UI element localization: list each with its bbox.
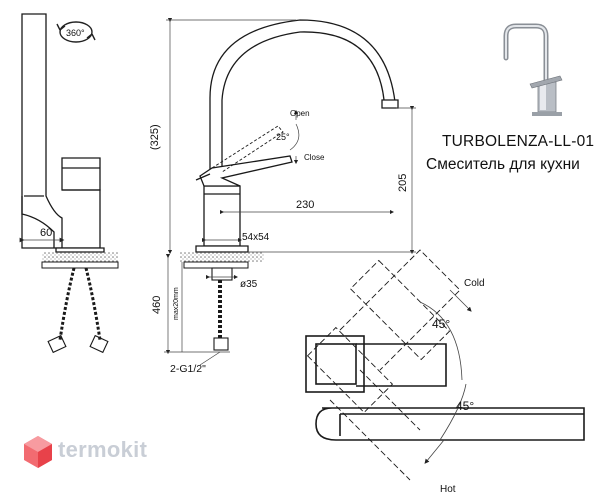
dim-460-label: 460	[151, 296, 163, 314]
product-thumbnail	[503, 23, 563, 116]
side-hoses	[47, 267, 109, 354]
close-label: Close	[304, 153, 325, 162]
logo-spacer	[22, 434, 52, 466]
top-view-angle-arcs	[419, 289, 472, 464]
dim-max20-label: max20mm	[173, 287, 180, 320]
dim-54x54-label: 54x54	[242, 232, 270, 243]
center-mount-plate	[183, 261, 249, 269]
center-hoses	[211, 267, 233, 351]
hot-label: Hot	[440, 484, 456, 495]
dim-230-label: 230	[296, 199, 314, 211]
center-dim-lines	[164, 17, 416, 366]
lever-open-ghost	[211, 125, 284, 173]
front-view	[195, 19, 399, 253]
side-view	[21, 13, 105, 253]
cold-label: Cold	[464, 278, 485, 289]
dim-325-label: (325)	[149, 124, 161, 150]
logo-mark-icon	[24, 436, 52, 468]
product-description: Смеситель для кухни	[426, 156, 580, 173]
product-model-title: TURBOLENZA-LL-01	[442, 133, 595, 150]
brand-logo: termokit	[22, 434, 147, 466]
rotation-icon	[56, 21, 96, 43]
center-countertop-hatch	[180, 252, 264, 262]
top-view	[305, 335, 585, 441]
brand-logo-text: termokit	[58, 437, 148, 462]
angle-cold-label: 45°	[432, 317, 450, 331]
angle-hot-label: 45°	[456, 399, 474, 413]
open-label: Open	[290, 109, 310, 118]
dim-35-label: ø35	[240, 279, 258, 290]
countertop-hatch	[42, 252, 118, 262]
top-view-ghosts	[306, 249, 461, 481]
dim-g12-label: 2-G1/2"	[170, 363, 206, 375]
lever-angle-label: 25°	[276, 132, 290, 142]
dim-205-label: 205	[397, 174, 409, 192]
dim-60-label: 60	[40, 227, 52, 239]
mount-plate	[41, 261, 119, 269]
rotation-label: 360°	[66, 28, 85, 38]
